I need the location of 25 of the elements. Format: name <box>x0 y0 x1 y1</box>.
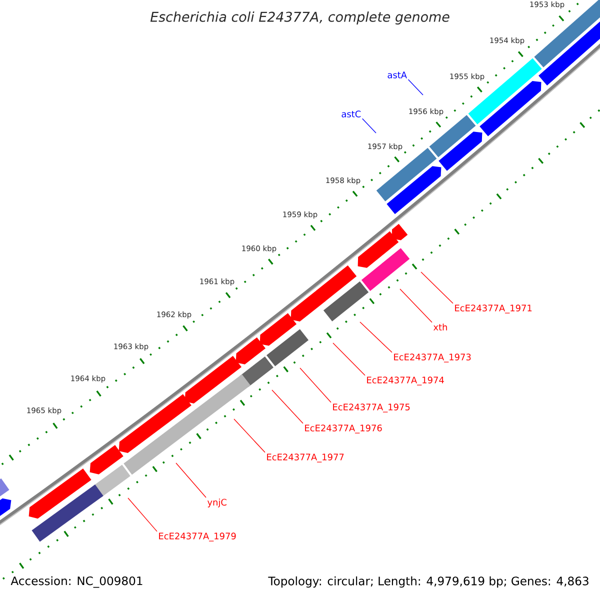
gene-label: xth <box>433 324 447 330</box>
gene-label: EcE24377A_1971 <box>455 304 532 314</box>
leader-line <box>420 272 454 304</box>
gene-label: astA <box>388 72 407 78</box>
gene-label: EcE24377A_1974 <box>367 376 444 386</box>
leader-line <box>400 288 432 323</box>
leader-line <box>128 498 158 532</box>
genome-info: Topology: circular; Length: 4,979,619 bp; Genes: 4,863 <box>268 576 588 588</box>
gene-label: EcE24377A_1979 <box>159 532 236 542</box>
leader-line <box>176 462 206 498</box>
gene-label: astC <box>342 110 361 118</box>
leader-line <box>332 342 366 376</box>
leader-line <box>234 418 266 453</box>
leader-line <box>362 118 376 134</box>
leader-line <box>408 79 424 96</box>
leader-line <box>300 368 332 403</box>
gene-label: EcE24377A_1976 <box>305 424 382 434</box>
gene-label: EcE24377A_1975 <box>333 404 410 412</box>
leader-line <box>272 390 304 424</box>
title: Escherichia coli E24377A, complete genome <box>150 12 450 24</box>
gene-label: ynjC <box>207 498 226 508</box>
leader-line <box>360 322 392 353</box>
gene-label: EcE24377A_1977 <box>267 454 344 462</box>
accession-label: Accession: NC_009801 <box>10 576 142 588</box>
gene-label: EcE24377A_1973 <box>394 354 471 362</box>
